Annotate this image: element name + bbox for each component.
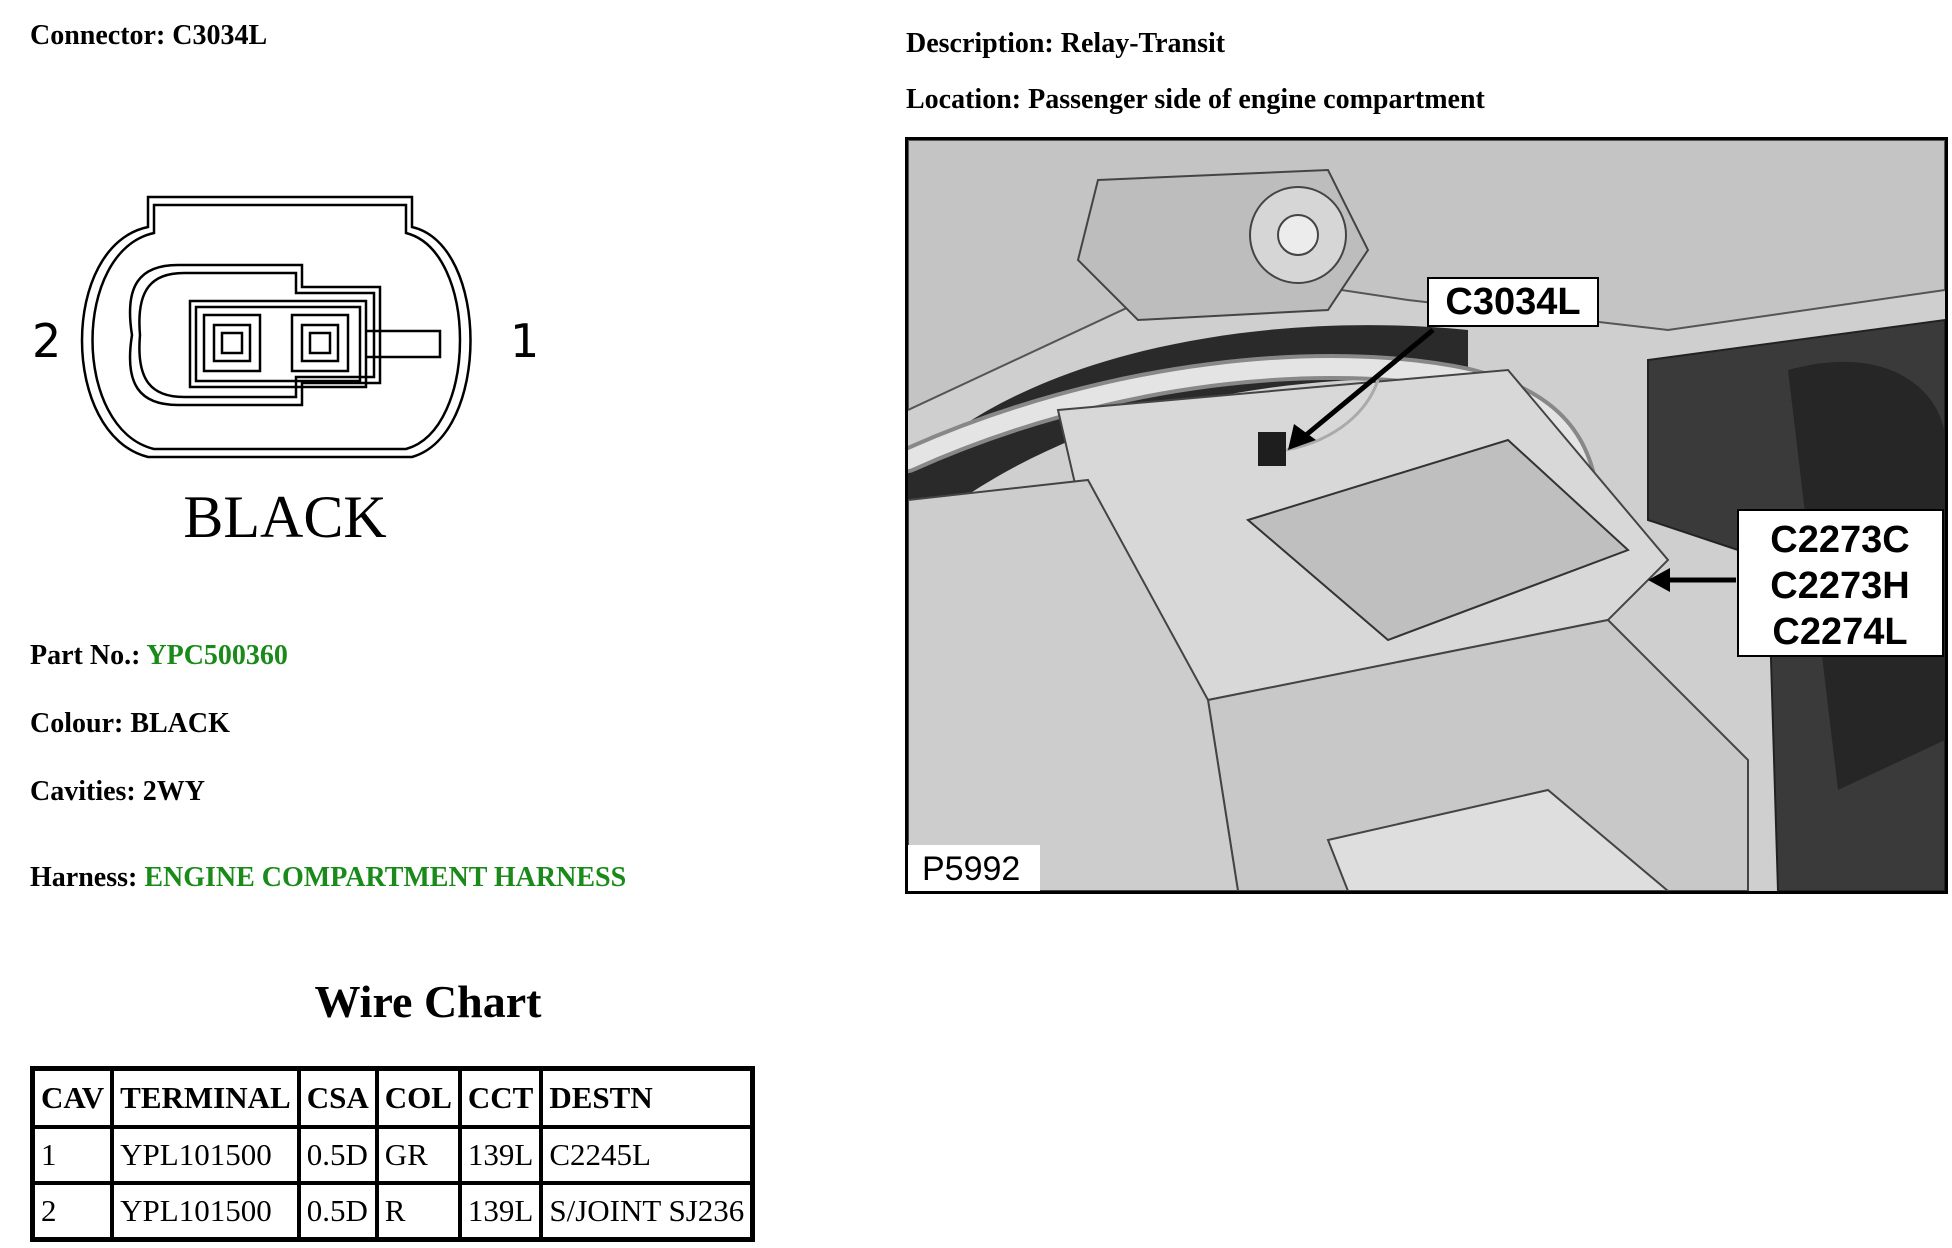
- location-photo: C3034L C2273C C2273H C2274L P5992: [905, 137, 1948, 894]
- figure-id: P5992: [922, 850, 1020, 888]
- header-destn: DESTN: [539, 1066, 755, 1129]
- cell-cav: 2: [30, 1181, 115, 1242]
- header-col: COL: [374, 1066, 462, 1129]
- header-cct: CCT: [457, 1066, 544, 1129]
- cell-cav: 1: [30, 1125, 115, 1185]
- callout-main: C3034L: [1445, 281, 1580, 323]
- part-no-line: Part No.: YPC500360: [30, 640, 288, 672]
- wire-chart-table: CAV TERMINAL CSA COL CCT DESTN 1 YPL1015…: [30, 1066, 756, 1242]
- cavities-label: Cavities:: [30, 776, 136, 807]
- location-label: Location:: [906, 84, 1022, 115]
- cavities-value: 2WY: [142, 776, 205, 807]
- description-value: Relay-Transit: [1060, 28, 1226, 59]
- colour-value: BLACK: [130, 708, 230, 739]
- colour-line: Colour: BLACK: [30, 708, 230, 740]
- cell-cct: 139L: [457, 1181, 544, 1242]
- harness-line: Harness: ENGINE COMPARTMENT HARNESS: [30, 862, 626, 894]
- header-csa: CSA: [296, 1066, 379, 1129]
- callout-side-2: C2273H: [1770, 565, 1909, 607]
- part-no-label: Part No.:: [30, 640, 141, 671]
- connector-label: Connector:: [30, 20, 166, 51]
- cell-destn: C2245L: [539, 1125, 755, 1185]
- pin-1-label: 1: [510, 314, 539, 368]
- cell-csa: 0.5D: [296, 1181, 379, 1242]
- colour-caption: BLACK: [183, 484, 386, 550]
- cavities-line: Cavities: 2WY: [30, 776, 205, 808]
- pin-2-label: 2: [32, 314, 61, 368]
- table-row: 2 YPL101500 0.5D R 139L S/JOINT SJ236: [30, 1181, 755, 1242]
- wire-chart-title: Wire Chart: [314, 976, 542, 1027]
- header-terminal: TERMINAL: [110, 1066, 301, 1129]
- cell-col: GR: [374, 1125, 462, 1185]
- location-value: Passenger side of engine compartment: [1028, 84, 1485, 115]
- harness-label: Harness:: [30, 862, 138, 893]
- cell-csa: 0.5D: [296, 1125, 379, 1185]
- cell-col: R: [374, 1181, 462, 1242]
- header-cav: CAV: [30, 1066, 115, 1129]
- harness-link[interactable]: ENGINE COMPARTMENT HARNESS: [144, 862, 627, 893]
- location-line: Location: Passenger side of engine compa…: [906, 84, 1485, 116]
- cell-destn: S/JOINT SJ236: [539, 1181, 755, 1242]
- table-row: 1 YPL101500 0.5D GR 139L C2245L: [30, 1125, 755, 1185]
- callout-side-1: C2273C: [1770, 519, 1909, 561]
- cell-cct: 139L: [457, 1125, 544, 1185]
- connector-value: C3034L: [172, 20, 268, 51]
- description-line: Description: Relay-Transit: [906, 28, 1225, 60]
- description-label: Description:: [906, 28, 1054, 59]
- engine-bay-illustration: C3034L C2273C C2273H C2274L P5992: [908, 140, 1945, 891]
- connector-line: Connector: C3034L: [30, 20, 267, 52]
- cell-terminal: YPL101500: [110, 1181, 301, 1242]
- table-header-row: CAV TERMINAL CSA COL CCT DESTN: [30, 1066, 755, 1129]
- connector-face-diagram: 2 1 BLACK: [32, 195, 539, 550]
- callout-side-3: C2274L: [1772, 611, 1907, 653]
- part-no-link[interactable]: YPC500360: [146, 640, 288, 671]
- cell-terminal: YPL101500: [110, 1125, 301, 1185]
- colour-label: Colour:: [30, 708, 124, 739]
